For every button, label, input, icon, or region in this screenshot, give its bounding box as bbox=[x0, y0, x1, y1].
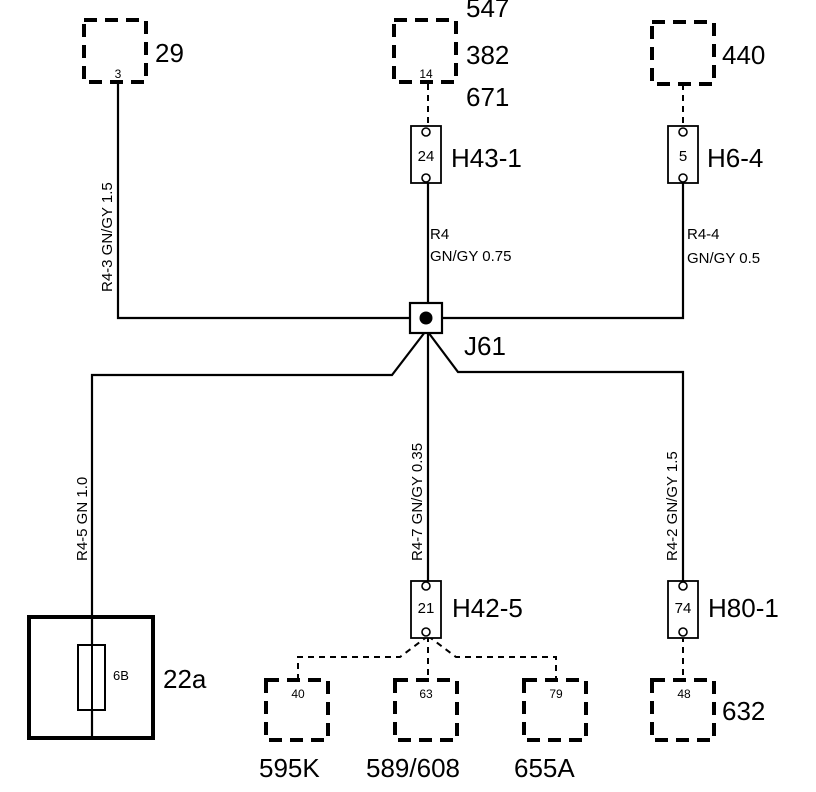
connector-h6-4: 5 H6-4 bbox=[667, 125, 763, 184]
component-589-608: 63 589/608 bbox=[366, 678, 460, 783]
connector-h43-1-label: H43-1 bbox=[451, 143, 522, 173]
junction-j61: J61 bbox=[408, 301, 506, 361]
connector-h42-5: 21 H42-5 bbox=[410, 580, 523, 639]
component-382-label-top: 547 bbox=[466, 0, 509, 23]
connector-h42-5-label: H42-5 bbox=[452, 593, 523, 623]
component-655a: 79 655A bbox=[514, 678, 588, 783]
dashed-link-595 bbox=[297, 635, 429, 678]
component-29-label: 29 bbox=[155, 38, 184, 68]
wire-r4-3 bbox=[116, 80, 425, 320]
wire-label-r4-2: R4-2 GN/GY 1.5 bbox=[664, 451, 681, 561]
junction-j61-label: J61 bbox=[464, 331, 506, 361]
component-595k-pin: 40 bbox=[291, 687, 305, 701]
wire-label-r4-4-spec: GN/GY 0.5 bbox=[687, 250, 760, 267]
component-655a-label: 655A bbox=[514, 753, 575, 783]
component-440-label: 440 bbox=[722, 40, 765, 70]
component-632: 48 632 bbox=[650, 678, 765, 742]
wire-label-r4-spec: GN/GY 0.75 bbox=[430, 248, 511, 265]
component-382-pin: 14 bbox=[419, 67, 433, 81]
wire-label-r4-7: R4-7 GN/GY 0.35 bbox=[409, 443, 426, 561]
connector-h80-1-pin: 74 bbox=[675, 600, 692, 617]
fuse-22a-label: 22a bbox=[163, 664, 207, 694]
component-632-pin: 48 bbox=[677, 687, 691, 701]
connector-h80-1-label: H80-1 bbox=[708, 593, 779, 623]
wire-label-r4-5: R4-5 GN 1.0 bbox=[74, 477, 91, 561]
fuse-22a: 6B 22a bbox=[27, 615, 207, 740]
connector-h43-1-pin: 24 bbox=[418, 148, 435, 165]
fuse-22a-pin: 6B bbox=[113, 668, 129, 683]
component-29-pin: 3 bbox=[115, 67, 122, 81]
component-632-label: 632 bbox=[722, 696, 765, 726]
connector-h43-1: 24 H43-1 bbox=[410, 125, 522, 184]
wire-label-r4-4-id: R4-4 bbox=[687, 226, 720, 243]
component-440: 440 bbox=[650, 20, 765, 86]
connector-h6-4-label: H6-4 bbox=[707, 143, 763, 173]
connector-h42-5-pin: 21 bbox=[418, 600, 435, 617]
wire-r4-2 bbox=[427, 331, 685, 583]
component-382-label-bottom: 671 bbox=[466, 82, 509, 112]
component-589-608-pin: 63 bbox=[419, 687, 433, 701]
wire-r4-4 bbox=[425, 183, 685, 320]
component-595k-label: 595K bbox=[259, 753, 320, 783]
wire-label-r4-3: R4-3 GN/GY 1.5 bbox=[99, 182, 116, 292]
connector-h6-4-pin: 5 bbox=[679, 148, 687, 165]
connector-h80-1: 74 H80-1 bbox=[667, 580, 779, 639]
component-589-608-label: 589/608 bbox=[366, 753, 460, 783]
dashed-link-655 bbox=[427, 635, 557, 678]
wire-label-r4-id: R4 bbox=[430, 226, 449, 243]
component-655a-pin: 79 bbox=[549, 687, 563, 701]
component-595k: 40 595K bbox=[259, 678, 330, 783]
wire-r4-5 bbox=[90, 331, 426, 738]
component-382: 14 547 382 671 bbox=[392, 0, 509, 112]
component-382-label-mid: 382 bbox=[466, 40, 509, 70]
component-29: 3 29 bbox=[82, 18, 184, 84]
